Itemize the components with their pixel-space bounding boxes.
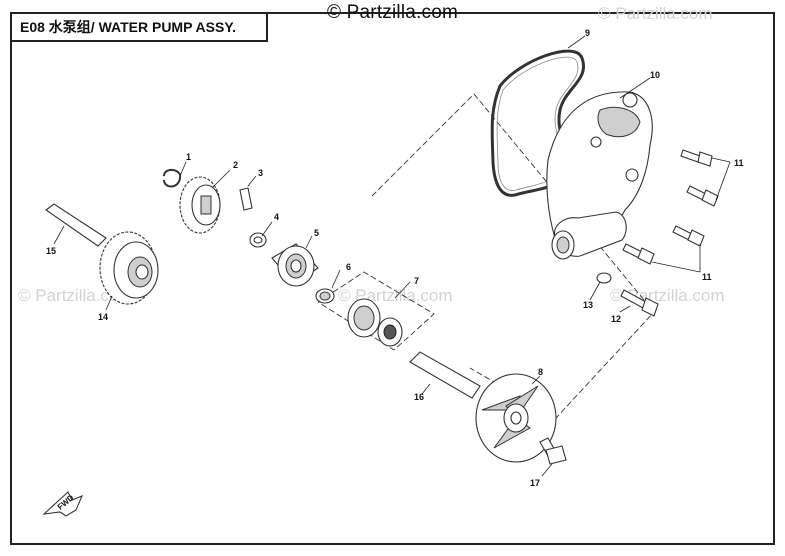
callout-3: 3 [258, 168, 263, 178]
small-drive-gear [179, 176, 221, 234]
callout-13: 13 [583, 300, 593, 310]
fwd-arrow [42, 491, 84, 517]
callout-1: 1 [186, 152, 191, 162]
page-frame [10, 12, 775, 545]
pump-cover [546, 91, 653, 260]
bearing [271, 243, 319, 287]
callout-7: 7 [414, 276, 419, 286]
gear-shaft [45, 203, 107, 247]
diagram-title: E08 水泵组/ WATER PUMP ASSY. [12, 14, 268, 42]
bolt-11-a [680, 149, 713, 167]
callout-12: 12 [611, 314, 621, 324]
faint-watermark-top-right: © Partzilla.com [598, 4, 713, 23]
dowel-pin [239, 187, 253, 211]
seal-washer-hole [319, 291, 331, 301]
partzilla-watermark: © Partzilla.com [326, 2, 459, 23]
thrust-washer-hole [253, 236, 263, 244]
faint-watermark-left: © Partzilla.com [18, 286, 133, 305]
circlip [163, 168, 182, 188]
impeller-bolt [539, 437, 567, 465]
drain-washer [596, 272, 612, 284]
callout-10: 10 [650, 70, 660, 80]
callout-4: 4 [274, 212, 279, 222]
callout-2: 2 [233, 160, 238, 170]
callout-6: 6 [346, 262, 351, 272]
callout-15: 15 [46, 246, 56, 256]
callout-16: 16 [414, 392, 424, 402]
driven-gear [99, 231, 159, 305]
callout-17: 17 [530, 478, 540, 488]
callout-9: 9 [585, 28, 590, 38]
callout-14: 14 [98, 312, 108, 322]
pump-shaft [409, 351, 481, 399]
bolt-11-c [672, 225, 705, 247]
bolt-11-d [622, 243, 655, 265]
callout-8: 8 [538, 367, 543, 377]
drain-bolt [620, 289, 659, 317]
mechanical-seal [347, 298, 403, 347]
callout-11-a: 11 [734, 158, 744, 168]
leader-lines [53, 35, 731, 477]
impeller [475, 373, 557, 463]
callout-11-b: 11 [702, 272, 712, 282]
bolt-11-b [686, 185, 719, 207]
callout-5: 5 [314, 228, 319, 238]
